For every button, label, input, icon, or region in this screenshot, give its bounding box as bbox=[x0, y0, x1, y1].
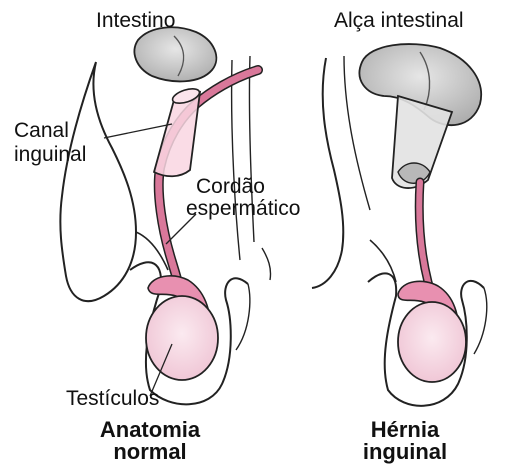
hernia-panel bbox=[312, 44, 487, 406]
right-leg-line bbox=[474, 288, 487, 354]
testis-label: Testículos bbox=[66, 388, 159, 410]
inguinal-canal-label-line1: Canal bbox=[14, 120, 69, 142]
canal-pointer-line bbox=[104, 124, 172, 138]
right-body-outline bbox=[312, 58, 343, 288]
hernia-caption-line1: Hérnia bbox=[340, 418, 470, 441]
hernia-testis bbox=[398, 302, 466, 382]
hernia-caption-line2: inguinal bbox=[340, 440, 470, 463]
intestine-label: Intestino bbox=[96, 10, 175, 32]
left-body-outline bbox=[60, 62, 136, 301]
left-hip-line bbox=[262, 248, 271, 280]
normal-caption-line1: Anatomia bbox=[80, 418, 220, 441]
left-leg-line bbox=[236, 284, 250, 350]
inguinal-canal-label-line2: inguinal bbox=[14, 144, 86, 166]
intestine-shape bbox=[134, 27, 216, 81]
inguinal-canal bbox=[154, 92, 200, 176]
normal-caption-line2: normal bbox=[80, 440, 220, 463]
testis bbox=[146, 296, 218, 380]
intestinal-loop-label: Alça intestinal bbox=[334, 10, 464, 32]
spermatic-cord-label-line2: espermático bbox=[186, 198, 300, 220]
spermatic-cord-label-line1: Cordão bbox=[196, 176, 265, 198]
left-abdomen-line-1 bbox=[232, 60, 240, 260]
